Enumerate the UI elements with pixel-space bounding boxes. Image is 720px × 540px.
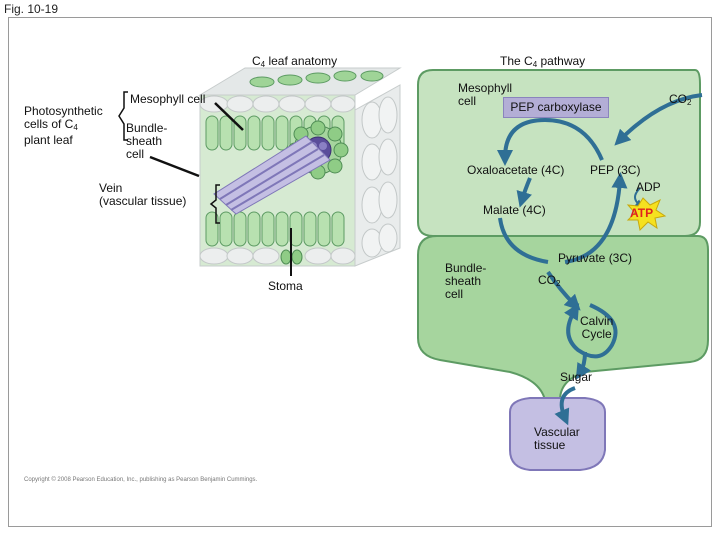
bundle-sheath-pathway-label: Bundle- sheath cell (445, 261, 487, 301)
upper-epidermis (199, 95, 356, 113)
mesophyll-cell-label: Mesophyll cell (130, 92, 206, 106)
mesophyll-cell-shape (417, 69, 701, 237)
atp-starburst (626, 197, 667, 232)
pathway-arrows (497, 93, 703, 426)
co2-input-label: CO2 (669, 92, 692, 108)
vein-tube (213, 135, 331, 215)
photosynthetic-cells-label: Photosynthetic cells of C4 plant leaf (24, 104, 103, 147)
anatomy-leaders (118, 91, 292, 276)
anatomy-title: C4 leaf anatomy (252, 54, 338, 70)
leaf-cross-section (198, 67, 402, 267)
side-epidermis (361, 96, 398, 258)
co2-calvin-label: CO2 (538, 273, 561, 289)
lower-epidermis (199, 247, 356, 265)
figure-label: Fig. 10-19 (4, 2, 59, 16)
copyright-notice: Copyright © 2008 Pearson Education, Inc.… (24, 477, 258, 483)
malate-label: Malate (4C) (483, 203, 546, 217)
vein-label: Vein (vascular tissue) (99, 181, 187, 208)
pyruvate-label: Pyruvate (3C) (558, 251, 633, 265)
pep-label: PEP (3C) (590, 163, 641, 177)
stoma-label: Stoma (268, 279, 303, 293)
mesophyll-cell-pathway-label: Mesophyll cell (458, 81, 513, 108)
vascular-tissue-shape (509, 397, 606, 471)
adp-label: ADP (636, 180, 661, 194)
bundle-sheath-cell-label: Bundle- sheath cell (126, 121, 168, 161)
oxaloacetate-label: Oxaloacetate (4C) (467, 163, 565, 177)
calvin-cycle-label: Calvin Cycle (580, 314, 614, 341)
atp-label: ATP (630, 206, 654, 220)
sugar-label: Sugar (560, 370, 593, 384)
pathway-title: The C4 pathway (500, 54, 586, 70)
vascular-tissue-label: Vascular tissue (534, 425, 580, 452)
pep-carboxylase-box: PEP carboxylase (503, 97, 609, 118)
slide-frame (8, 17, 712, 527)
mesophyll-cells-top (249, 70, 384, 88)
